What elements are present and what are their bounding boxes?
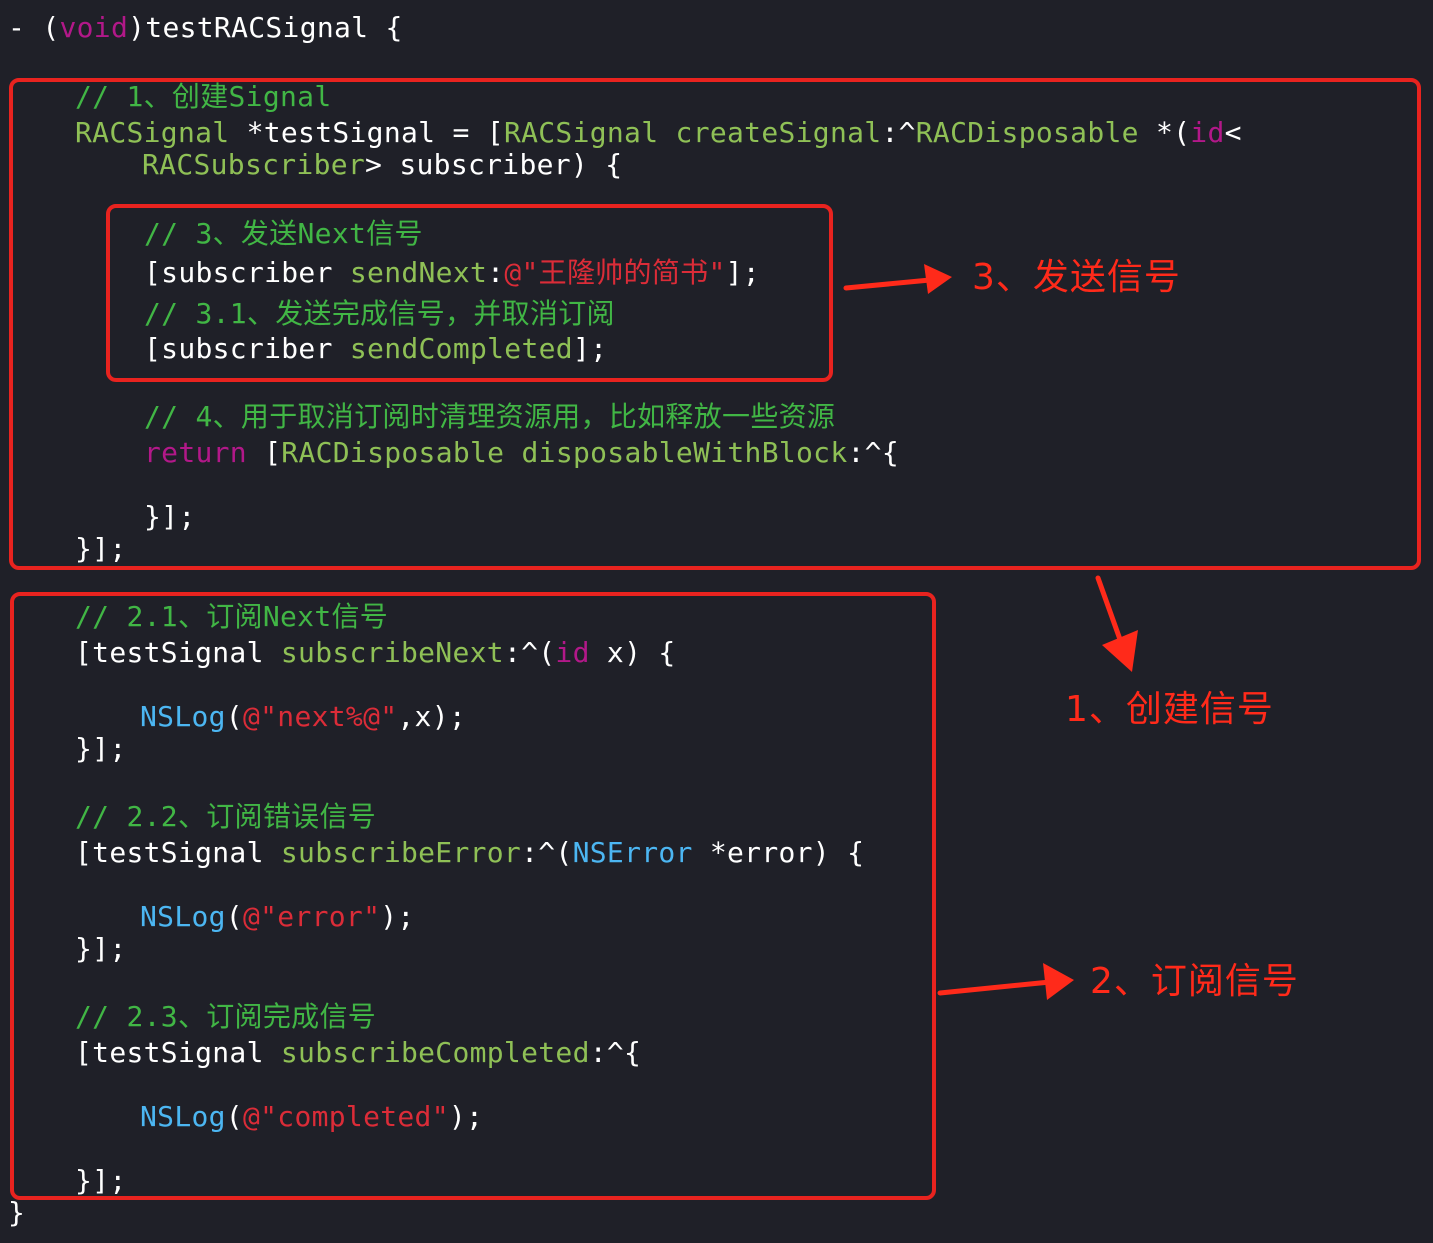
token: [ — [246, 436, 282, 469]
code-comment-dispose: // 4、用于取消订阅时清理资源用，比如释放一些资源 — [144, 400, 836, 433]
token-method: disposableWithBlock — [521, 436, 848, 469]
code-comment-send-completed: // 3.1、发送完成信号，并取消订阅 — [144, 297, 615, 330]
token-method: sendNext — [349, 256, 488, 289]
token: [subscriber — [144, 256, 350, 289]
annotation-send-signal: 3、发送信号 — [972, 257, 1181, 298]
code-line-subscribe-completed: [testSignal subscribeCompleted:^{ — [75, 1035, 641, 1071]
token: *testSignal = [ — [229, 116, 504, 149]
code-line-create-signal: RACSignal *testSignal = [RACSignal creat… — [75, 115, 1242, 151]
token: - ( — [8, 11, 60, 44]
token: :^{ — [589, 1036, 642, 1069]
code-line-nslog-error: NSLog(@"error"); — [140, 899, 415, 935]
token-string: @"王隆帅的简书" — [504, 256, 726, 289]
token: ); — [448, 1100, 484, 1133]
token: *( — [1138, 116, 1191, 149]
token-method: subscribeError — [280, 836, 522, 869]
token-method: subscribeNext — [280, 636, 504, 669]
token-method: subscribeCompleted — [280, 1036, 590, 1069]
token: [subscriber — [144, 332, 350, 365]
code-line-subscribe-error: [testSignal subscribeError:^(NSError *er… — [75, 835, 864, 871]
token: ]; — [572, 332, 608, 365]
token-class: RACSignal — [503, 116, 659, 149]
code-line-send-completed: [subscriber sendCompleted]; — [144, 331, 607, 367]
code-line-nslog-completed: NSLog(@"completed"); — [140, 1099, 483, 1135]
code-line-close-next: }]; — [75, 732, 127, 765]
token: ( — [225, 700, 243, 733]
arrow-send-signal-icon — [843, 264, 952, 294]
token: ( — [225, 900, 243, 933]
token: *error) { — [692, 836, 865, 869]
code-line-nslog-next: NSLog(@"next%@",x); — [140, 699, 466, 735]
token-string: @"error" — [242, 900, 381, 933]
token-keyword: id — [1190, 116, 1225, 149]
code-line-close-completed: }]; — [75, 1164, 127, 1197]
token: :^ — [881, 116, 916, 149]
code-comment-create-signal: // 1、创建Signal — [75, 80, 332, 113]
token-class: RACSignal — [75, 116, 230, 149]
code-line-close-method: } — [8, 1196, 26, 1229]
token: [testSignal — [75, 636, 281, 669]
token: < — [1224, 116, 1242, 149]
code-line-close-error: }]; — [75, 932, 127, 965]
token-method: createSignal — [675, 116, 882, 149]
code-line-subscribe-next: [testSignal subscribeNext:^(id x) { — [75, 635, 676, 671]
code-line-close-create: }]; — [75, 532, 127, 565]
arrow-subscribe-signal-icon — [937, 963, 1074, 1000]
token: > subscriber) { — [365, 148, 623, 181]
token-string: @"completed" — [242, 1100, 449, 1133]
token-keyword: void — [59, 11, 129, 44]
token-class: RACDisposable — [281, 436, 505, 469]
token-function: NSLog — [140, 700, 226, 733]
code-line-method-signature: - (void)testRACSignal { — [8, 10, 403, 46]
send-signal-highlight-box — [106, 204, 833, 382]
token-function: NSLog — [140, 900, 226, 933]
token-nsclass: NSError — [572, 836, 693, 869]
token-method: sendCompleted — [349, 332, 573, 365]
token: ( — [225, 1100, 243, 1133]
token-string: @"next%@" — [242, 700, 398, 733]
token: )testRACSignal { — [128, 11, 403, 44]
token-class: RACSubscriber — [142, 148, 366, 181]
token: :^{ — [847, 436, 899, 469]
code-comment-subscribe-next: // 2.1、订阅Next信号 — [75, 600, 389, 633]
token-function: NSLog — [140, 1100, 226, 1133]
token: ); — [380, 900, 415, 933]
token: :^( — [503, 636, 556, 669]
token-keyword: return — [144, 436, 247, 469]
token: : — [487, 256, 505, 289]
annotation-subscribe-signal: 2、订阅信号 — [1090, 961, 1299, 1002]
token: ,x); — [397, 700, 467, 733]
arrow-create-signal-icon — [1095, 575, 1138, 672]
code-line-close-block: }]; — [144, 500, 196, 533]
code-comment-subscribe-completed: // 2.3、订阅完成信号 — [75, 1000, 377, 1033]
token: :^( — [521, 836, 573, 869]
code-line-return-disposable: return [RACDisposable disposableWithBloc… — [144, 435, 899, 471]
code-line-send-next: [subscriber sendNext:@"王隆帅的简书"]; — [144, 255, 760, 291]
code-comment-subscribe-error: // 2.2、订阅错误信号 — [75, 800, 377, 833]
token: x) { — [589, 636, 676, 669]
code-comment-send-next: // 3、发送Next信号 — [144, 217, 423, 250]
token-class: RACDisposable — [915, 116, 1139, 149]
code-line-subscriber-param: RACSubscriber> subscriber) { — [142, 147, 622, 183]
subscribe-signal-highlight-box — [10, 592, 936, 1200]
create-signal-highlight-box — [9, 78, 1421, 570]
token-keyword: id — [555, 636, 590, 669]
token: [testSignal — [75, 1036, 281, 1069]
token: [testSignal — [75, 836, 281, 869]
token: ]; — [725, 256, 760, 289]
annotation-create-signal: 1、创建信号 — [1065, 689, 1274, 730]
